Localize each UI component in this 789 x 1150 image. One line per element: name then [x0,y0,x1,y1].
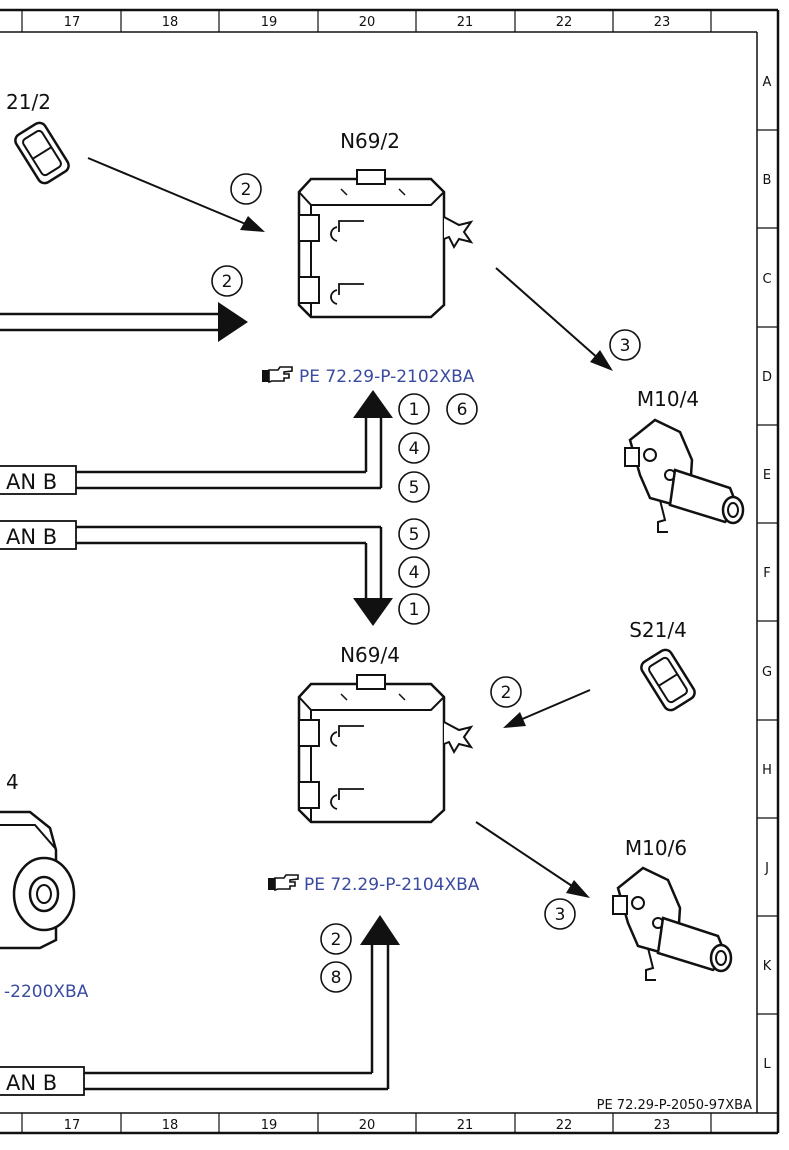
circle-marker: 2 [490,676,522,708]
motor-m10-4-icon [623,418,745,534]
circle-marker: 1 [398,593,430,625]
circle-marker: 2 [230,173,262,205]
svg-text:2: 2 [501,683,512,703]
circle-marker: 5 [398,471,430,503]
svg-text:2: 2 [222,272,233,292]
circle-marker: 8 [320,961,352,993]
svg-text:6: 6 [457,400,468,420]
switch-s21-4-icon [637,645,699,715]
can-bus-box-bottom: AN B [0,1066,85,1096]
circle-marker: 2 [320,923,352,955]
row-label: F [763,566,770,581]
row-label: E [763,468,771,483]
motor-m10-6-icon [611,866,733,982]
document-id: PE 72.29-P-2050-97XBA [597,1098,752,1113]
col-label: 22 [556,1118,573,1133]
row-label: A [763,75,772,90]
svg-text:AN B: AN B [6,525,57,549]
row-label: H [762,763,772,778]
svg-text:4: 4 [409,439,420,459]
circle-marker: 5 [398,518,430,550]
col-label: 17 [64,1118,81,1133]
circle-marker: 4 [398,432,430,464]
row-label: C [762,272,771,287]
row-label: L [763,1057,771,1072]
col-label: 18 [162,1118,179,1133]
circle-marker: 1 [398,393,430,425]
col-label: 23 [654,1118,671,1133]
arrow-n69-2-to-m10-4 [495,267,613,371]
reference-link-partial[interactable]: -2200XBA [4,982,89,1002]
circle-marker: 3 [544,898,576,930]
svg-text:4: 4 [409,563,420,583]
col-label: 17 [64,15,81,30]
pointing-hand-icon [267,874,299,891]
control-module-n69-2-icon [297,168,473,319]
reference-link-n69-4[interactable]: PE 72.29-P-2104XBA [304,875,480,895]
column-labels-top: 17 18 19 20 21 22 23 [64,15,671,30]
svg-text:8: 8 [331,968,342,988]
svg-text:3: 3 [620,336,631,356]
svg-text:1: 1 [409,400,420,420]
column-labels-bottom: 17 18 19 20 21 22 23 [64,1118,671,1133]
motor-partial-left-icon [0,810,76,950]
bus-line-can-to-n69-4 [76,525,393,626]
arrow-s21-2-to-n69-2 [87,157,265,232]
col-label: 19 [261,1118,278,1133]
svg-text:AN B: AN B [6,470,57,494]
component-label-s21-2: 21/2 [6,90,51,114]
col-label: 22 [556,15,573,30]
col-label: 18 [162,15,179,30]
col-label: 21 [457,1118,474,1133]
svg-text:1: 1 [409,600,420,620]
component-label-partial-4: 4 [6,770,19,794]
component-label-s21-4: S21/4 [629,618,687,642]
svg-text:AN B: AN B [6,1071,57,1095]
bus-line-can-to-n69-2 [76,390,393,490]
component-label-n69-2: N69/2 [340,129,400,153]
row-labels: A B C D E F G H J K L [762,75,772,1072]
circle-marker: 6 [446,393,478,425]
svg-text:5: 5 [409,525,420,545]
bus-line-can-bottom-to-n69-4 [84,915,400,1091]
component-label-m10-4: M10/4 [637,387,699,411]
arrow-s21-4-to-n69-4 [503,689,591,728]
col-label: 23 [654,15,671,30]
arrow-n69-4-to-m10-6 [475,821,590,898]
row-label: B [763,173,772,188]
svg-text:3: 3 [555,905,566,925]
pointing-hand-icon [261,366,293,383]
component-label-n69-4: N69/4 [340,643,400,667]
sheet-frame [0,8,780,1135]
switch-s21-2-icon [11,118,73,188]
reference-link-n69-2[interactable]: PE 72.29-P-2102XBA [299,367,475,387]
svg-text:2: 2 [331,930,342,950]
col-label: 21 [457,15,474,30]
row-label: G [762,665,772,680]
row-label: J [764,861,769,876]
svg-text:2: 2 [241,180,252,200]
bus-arrow-left-to-n69-2 [0,302,248,342]
circle-marker: 3 [609,329,641,361]
can-bus-box-middle: AN B [0,520,77,550]
circle-marker: 2 [211,265,243,297]
row-label: D [762,370,772,385]
circle-marker: 4 [398,556,430,588]
control-module-n69-4-icon [297,673,473,824]
can-bus-box-top: AN B [0,465,77,495]
row-label: K [763,959,772,974]
col-label: 20 [359,1118,376,1133]
svg-text:5: 5 [409,478,420,498]
col-label: 19 [261,15,278,30]
component-label-m10-6: M10/6 [625,836,687,860]
col-label: 20 [359,15,376,30]
